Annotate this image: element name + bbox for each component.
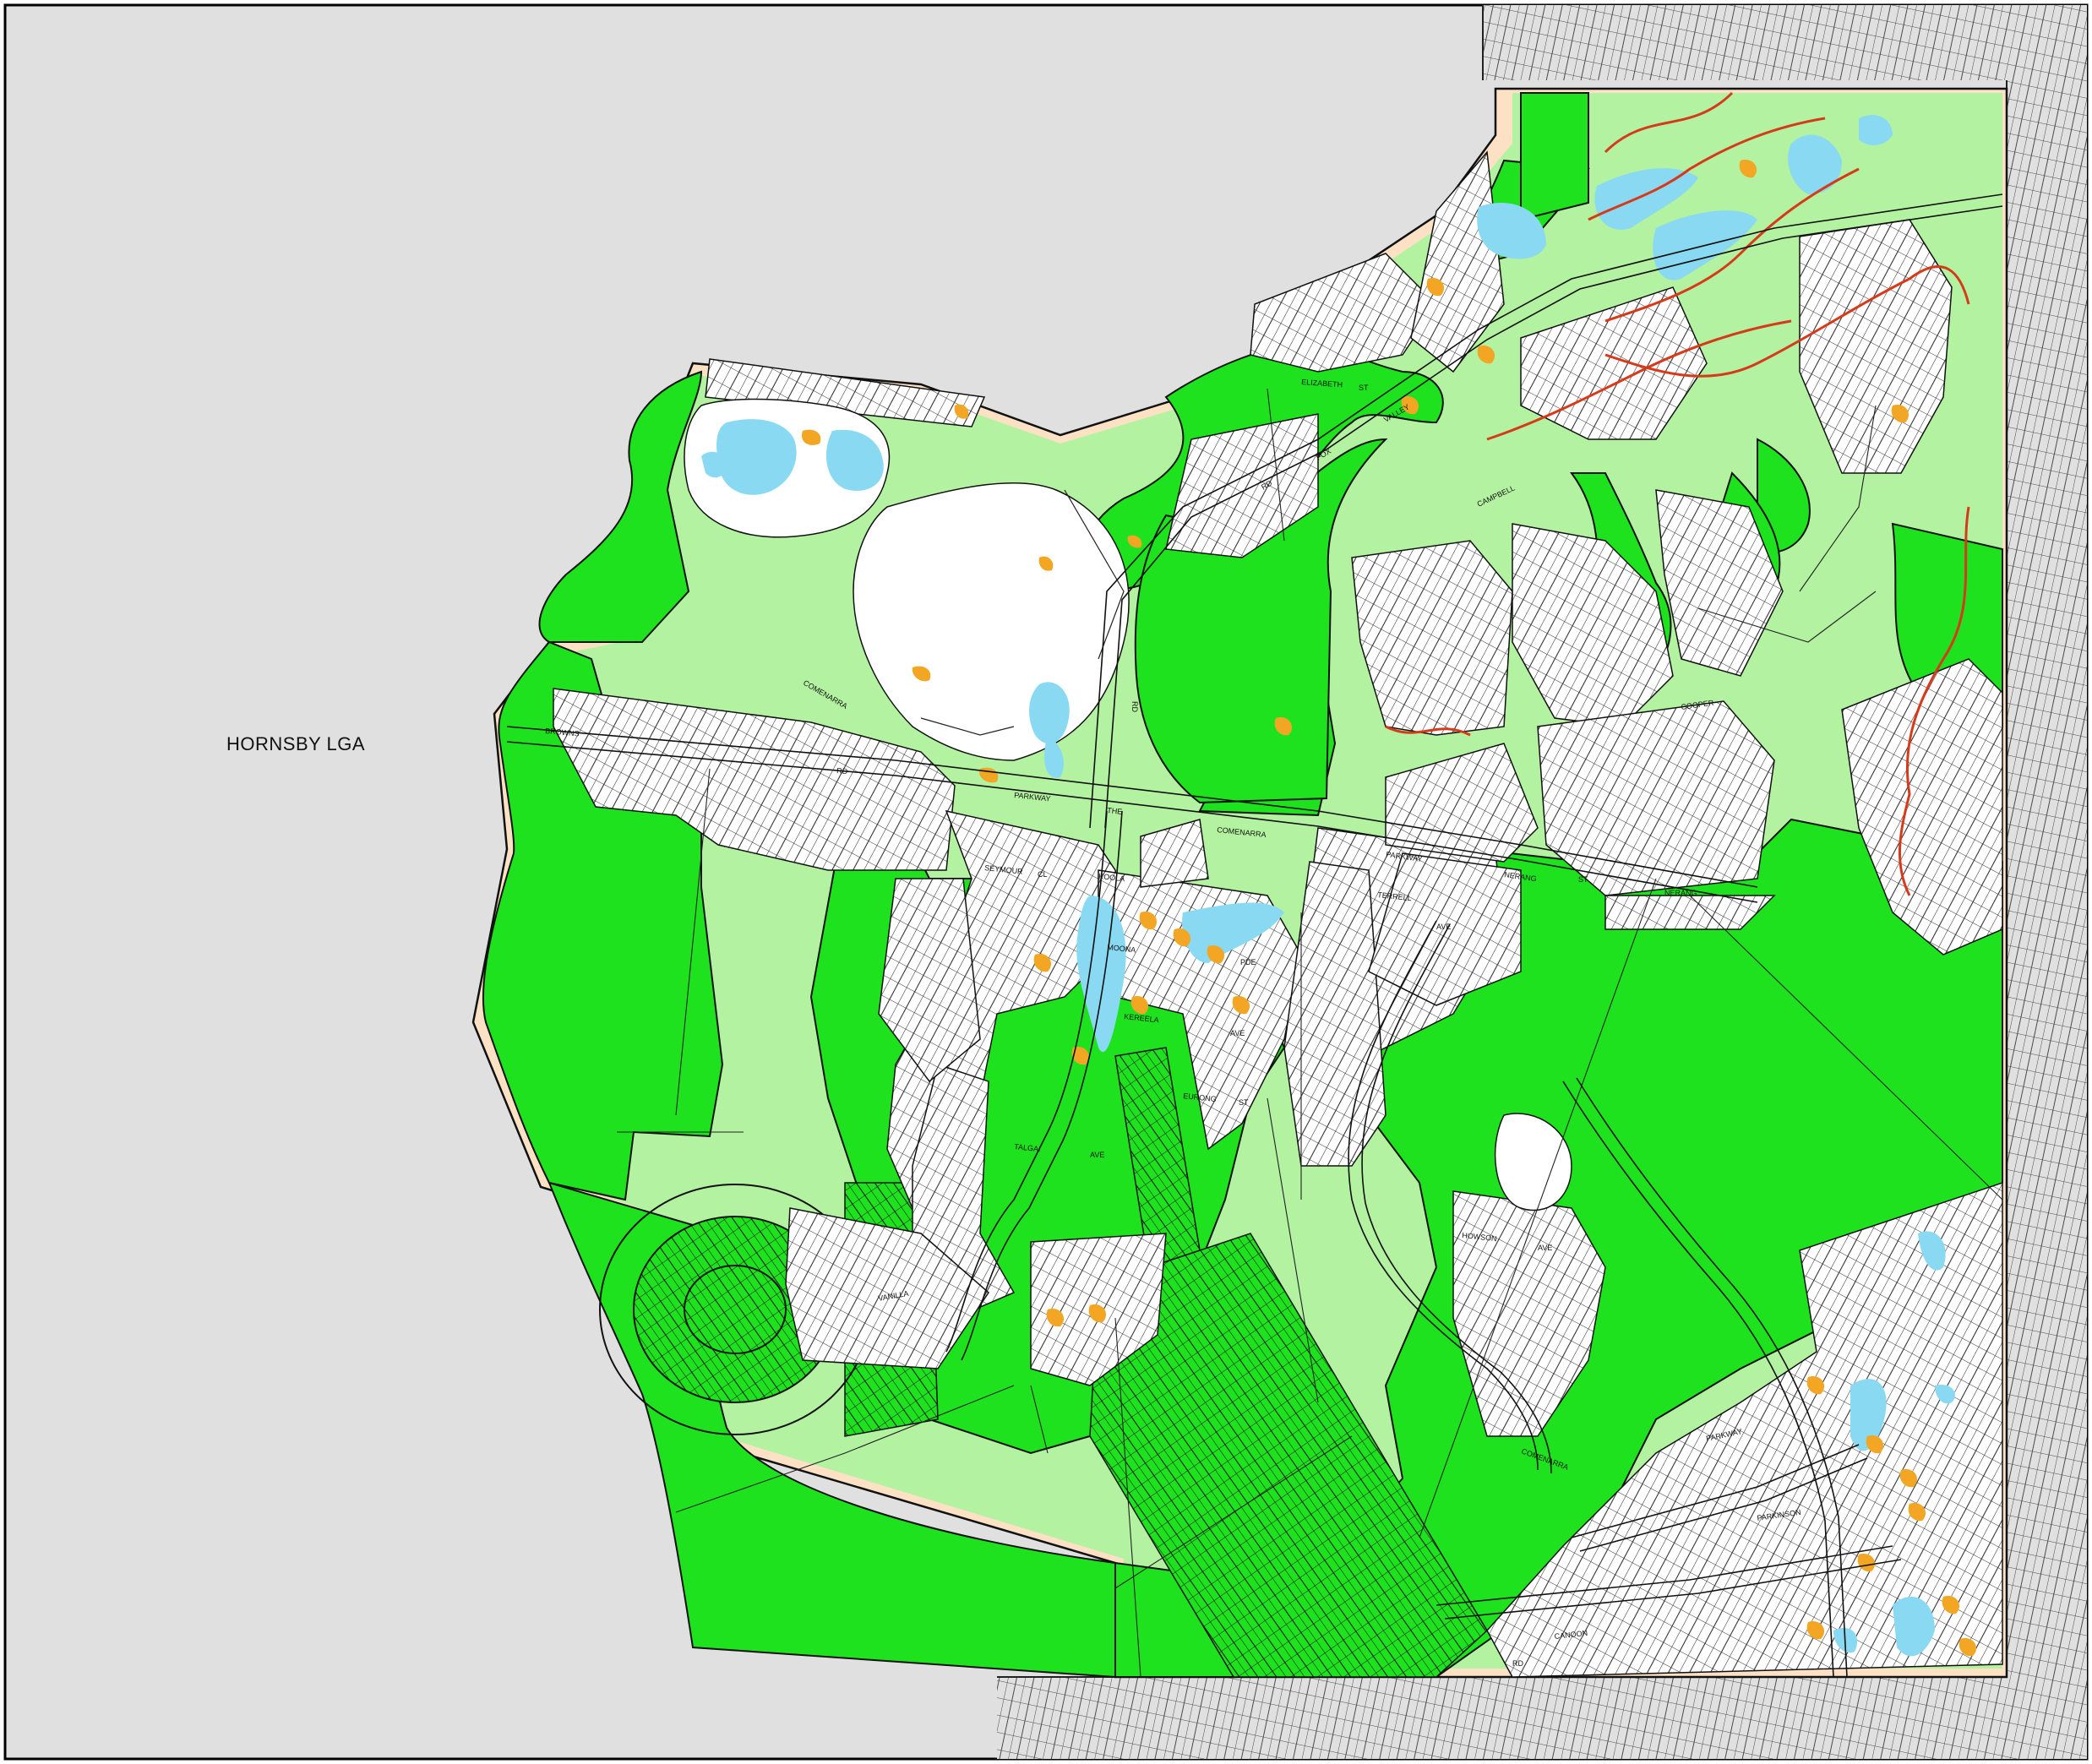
street-label-rd-1: RD [1130,701,1139,712]
street-label-st-elizabeth: ST [1359,384,1369,392]
street-label-eurong: EURONG [1183,1092,1217,1103]
region-label-hornsby-lga: HORNSBY LGA [226,733,365,754]
cadastral-lines [617,388,2003,1678]
street-label-moona: MOONA [1107,943,1136,955]
street-label-ave-terrell: AVE [1436,923,1451,931]
water-areas [701,115,1955,1657]
creek-lines [1385,91,1970,896]
street-label-st-eurong: ST [1239,1098,1249,1107]
street-label-ave-talgai: AVE [1090,1151,1104,1159]
street-label-browns: BROWNS [545,727,580,738]
street-label-rd-browns: RD [836,766,848,776]
street-label-koola: KOOLA [1098,872,1125,883]
street-label-talgai: TALGAI [1014,1142,1041,1153]
street-label-pde: PDE [1240,958,1256,966]
orange-patches [802,160,1977,1657]
street-label-st-nerang: ST [1578,875,1588,884]
street-label-ave-howson: AVE [1538,1244,1552,1252]
street-label-kereela: KEREELA [1124,1012,1159,1024]
circular-subdivision [599,1184,871,1435]
residential-lots [553,150,2003,1678]
street-label-terrell: TERRELL [1377,890,1412,902]
street-label-seymour: SEYMOUR [984,863,1024,876]
street-label-ave-1: AVE [1230,1029,1245,1037]
street-label-rd-canoon: RD [1512,1659,1523,1668]
street-label-nerang-2: NERANG [1664,889,1697,897]
street-label-canoon: CANOON [1554,1629,1588,1641]
street-label-elizabeth: ELIZABETH [1301,378,1343,389]
street-label-howson: HOWSON [1462,1231,1497,1243]
roads [506,193,2003,1678]
street-label-parkway-1: PARKWAY [1014,791,1051,803]
street-label-the-1: THE [1107,806,1123,816]
street-label-cl-seymour: CL [1038,870,1048,879]
